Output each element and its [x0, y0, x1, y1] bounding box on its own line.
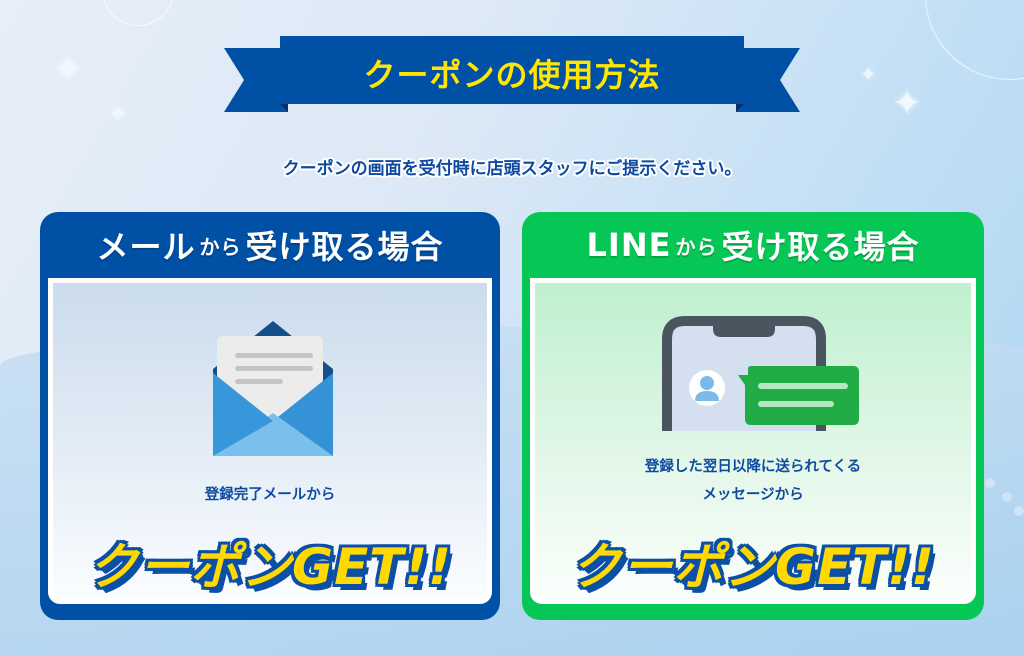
decorative-dot	[1014, 506, 1024, 516]
card-body: 登録した翌日以降に送られてくる メッセージから クーポンGET!!	[530, 278, 976, 604]
decorative-circle	[102, 0, 174, 26]
card-description: 登録完了メールから	[53, 481, 487, 509]
card-body: 登録完了メールから クーポンGET!!	[48, 278, 492, 604]
card-line: LINE から 受け取る場合 登録した翌日以降に送られてくる メッセージから	[522, 212, 984, 620]
sparkle-icon: ✦	[52, 47, 84, 91]
sparkle-icon: ✦	[892, 83, 923, 124]
description-line: 登録完了メールから	[204, 487, 336, 503]
description-line: メッセージから	[702, 487, 804, 503]
card-title: LINE から 受け取る場合	[530, 212, 976, 278]
card-description: 登録した翌日以降に送られてくる メッセージから	[535, 453, 971, 509]
smartphone-message-icon	[653, 313, 873, 435]
decorative-dot	[1002, 492, 1012, 502]
description-line: 登録した翌日以降に送られてくる	[644, 459, 862, 475]
sparkle-icon: ✦	[108, 100, 129, 128]
card-title-rest: 受け取る場合	[721, 228, 920, 266]
card-title-main: メール	[96, 228, 196, 266]
coupon-get-text: クーポンGET!!	[571, 538, 935, 596]
instruction-text: クーポンの画面を受付時に店頭スタッフにご提示ください。	[282, 159, 742, 179]
page-title: クーポンの使用方法	[363, 56, 661, 94]
ribbon-shape	[224, 36, 800, 112]
card-title: メール から 受け取る場合	[48, 212, 492, 278]
card-title-main: LINE	[586, 226, 672, 264]
card-title-rest: 受け取る場合	[245, 228, 444, 266]
title-ribbon: クーポンの使用方法	[224, 36, 800, 116]
sparkle-icon: ✦	[860, 62, 877, 86]
decorative-circle	[925, 0, 1024, 80]
envelope-open-icon	[198, 311, 348, 465]
card-title-small: から	[199, 234, 242, 259]
card-title-small: から	[675, 234, 718, 259]
card-inner-panel: 登録した翌日以降に送られてくる メッセージから クーポンGET!!	[535, 283, 971, 599]
coupon-get-text: クーポンGET!!	[88, 538, 452, 596]
card-inner-panel: 登録完了メールから クーポンGET!!	[53, 283, 487, 599]
card-mail: メール から 受け取る場合 登録完了メールから クーポンGET!!	[40, 212, 500, 620]
decorative-dot	[985, 478, 995, 488]
